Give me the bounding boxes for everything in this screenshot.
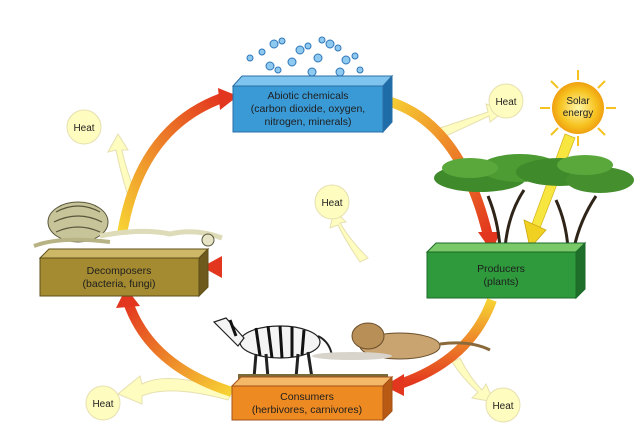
arrow-decomposers-to-abiotic bbox=[117, 93, 224, 235]
heat-label: Heat bbox=[321, 198, 342, 209]
arrowhead-consumers bbox=[384, 374, 404, 396]
arrow-producers-to-consumers bbox=[398, 298, 497, 389]
arrow-consumers-to-decomposers bbox=[123, 300, 234, 397]
heat-arrow-top-left bbox=[107, 133, 137, 197]
arrow-abiotic-to-producers bbox=[382, 95, 493, 238]
heat-label: Heat bbox=[495, 97, 516, 108]
decomposers-box: Decomposers (bacteria, fungi) bbox=[38, 247, 210, 298]
solar-line1: Solar bbox=[566, 96, 590, 107]
cycle-arrows bbox=[116, 88, 500, 397]
arrowhead-middle bbox=[202, 256, 222, 278]
heat-label: Heat bbox=[492, 401, 513, 412]
arrowhead-abiotic bbox=[218, 88, 238, 110]
abiotic-chemicals-box: Abiotic chemicals (carbon dioxide, oxyge… bbox=[231, 74, 394, 134]
abiotic-title: Abiotic chemicals bbox=[267, 90, 348, 102]
heat-label: Heat bbox=[73, 123, 94, 134]
sun: Solar energy bbox=[540, 70, 616, 146]
decomposers-subtitle: (bacteria, fungi) bbox=[83, 278, 156, 290]
arrowhead-producers bbox=[478, 232, 500, 252]
lion bbox=[312, 322, 491, 360]
heat-bubble-4: Heat bbox=[85, 385, 121, 421]
heat-label: Heat bbox=[92, 399, 113, 410]
solar-arrow bbox=[523, 133, 576, 249]
solar-line2: energy bbox=[563, 108, 594, 119]
consumers-subtitle: (herbivores, carnivores) bbox=[252, 404, 362, 416]
abiotic-line2: (carbon dioxide, oxygen, bbox=[251, 103, 365, 115]
carcass bbox=[33, 201, 223, 248]
zebra bbox=[212, 317, 333, 379]
heat-bubble-2: Heat bbox=[488, 83, 524, 119]
producers-box: Producers (plants) bbox=[425, 241, 587, 300]
heat-arrow-bottom-right bbox=[451, 357, 495, 403]
consumers-box: Consumers (herbivores, carnivores) bbox=[230, 375, 394, 422]
abiotic-line3: nitrogen, minerals) bbox=[265, 116, 352, 128]
consumers-title: Consumers bbox=[280, 391, 334, 403]
heat-arrow-bottom-left bbox=[117, 375, 233, 405]
molecules bbox=[246, 36, 364, 77]
heat-bubble-5: Heat bbox=[485, 387, 521, 423]
producers-title: Producers bbox=[477, 263, 525, 275]
arrowhead-decomposers bbox=[116, 288, 140, 308]
decomposers-title: Decomposers bbox=[87, 265, 152, 277]
producers-subtitle: (plants) bbox=[483, 276, 518, 288]
heat-bubble-1: Heat bbox=[66, 109, 102, 145]
heat-bubble-3: Heat bbox=[314, 184, 350, 220]
